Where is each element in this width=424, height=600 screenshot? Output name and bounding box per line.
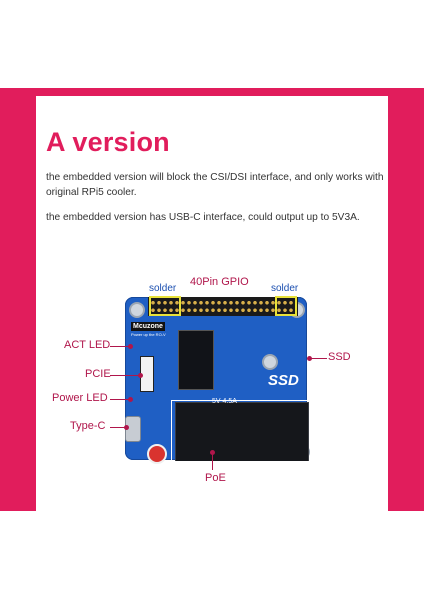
page-title: A version xyxy=(46,127,170,157)
leader-dot xyxy=(307,356,312,361)
leader-dot xyxy=(124,425,129,430)
poe-module-outline xyxy=(171,400,311,462)
label-solder-left: solder xyxy=(149,283,177,294)
label-ssd: SSD xyxy=(328,351,351,363)
description-paragraph-1: the embedded version will block the CSI/… xyxy=(46,172,384,198)
mounting-hole xyxy=(129,302,145,318)
leader-dot xyxy=(128,397,133,402)
leader-pcie xyxy=(110,375,140,376)
leader-type-c xyxy=(110,427,126,428)
mounting-hole xyxy=(262,354,278,370)
label-poe: PoE xyxy=(205,472,226,484)
ssd-silkscreen: SSD xyxy=(268,372,299,389)
m2-slot xyxy=(178,330,214,390)
description-paragraph-2: the embedded version has USB-C interface… xyxy=(46,212,360,223)
label-gpio: 40Pin GPIO xyxy=(190,276,249,288)
leader-ssd xyxy=(309,358,327,359)
label-pcie: PCIE xyxy=(85,368,111,380)
brand-logo: Mcuzone xyxy=(131,322,165,331)
solder-pad-right xyxy=(275,296,297,316)
leader-poe xyxy=(212,452,213,470)
leader-dot xyxy=(138,373,143,378)
gpio-header xyxy=(148,297,298,316)
label-act-led: ACT LED xyxy=(64,339,111,351)
leader-dot xyxy=(128,344,133,349)
brand-tagline: Power up the RO-V xyxy=(131,332,166,337)
capacitor xyxy=(147,444,167,464)
label-type-c: Type-C xyxy=(70,420,106,432)
leader-act-led xyxy=(110,346,130,347)
solder-pad-left xyxy=(149,296,181,316)
poe-spec-label: 5V 4.5A xyxy=(212,398,237,405)
label-solder-right: solder xyxy=(271,283,299,294)
label-power-led: Power LED xyxy=(52,392,108,404)
leader-power-led xyxy=(110,399,130,400)
leader-dot xyxy=(210,450,215,455)
